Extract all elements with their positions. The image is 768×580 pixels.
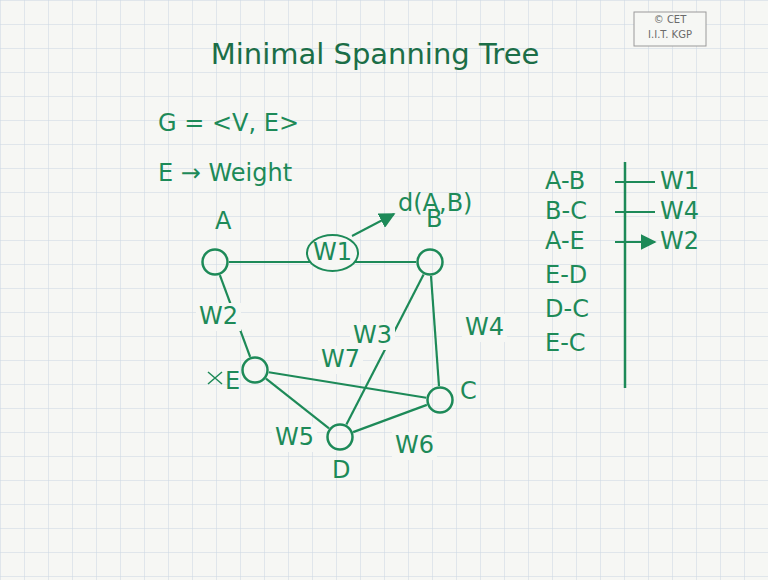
- graph-formula: G = <V, E>: [158, 110, 299, 138]
- vertex-circle: [426, 386, 454, 414]
- vertex-label: C: [460, 378, 477, 406]
- graph-edge: [269, 372, 426, 398]
- table-cell: A-B: [545, 168, 585, 196]
- note-text: E → Weight: [158, 160, 292, 188]
- graph-vertex: D: [326, 423, 354, 451]
- table-cell: E-D: [545, 262, 587, 290]
- table-cell: W2: [660, 228, 699, 256]
- vertex-circle: [201, 248, 229, 276]
- weight-label: W6: [392, 432, 437, 460]
- logo-text: I.I.T. KGP: [634, 29, 706, 41]
- table-cell: D-C: [545, 296, 589, 324]
- weight-label: W4: [462, 314, 507, 342]
- scribble-mark: [208, 372, 222, 384]
- vertex-outline: [203, 250, 228, 275]
- vertex-label: E: [225, 368, 240, 396]
- graph-edge: [431, 276, 439, 386]
- vertex-circle: [416, 248, 444, 276]
- graph-vertex: A: [201, 248, 229, 276]
- table-cell: W4: [660, 198, 699, 226]
- vertex-outline: [418, 250, 443, 275]
- table-rule: [624, 162, 627, 388]
- vertex-outline: [243, 358, 268, 383]
- logo-box: [634, 12, 706, 46]
- vertex-circle: [241, 356, 269, 384]
- vertex-label: A: [215, 208, 231, 236]
- table-cell: E-C: [545, 330, 586, 358]
- vertex-circle: [326, 423, 354, 451]
- graph-vertex: C: [426, 386, 454, 414]
- logo-text: © CET: [634, 14, 706, 26]
- weight-label: W5: [272, 424, 317, 452]
- weight-label: W1: [306, 234, 359, 272]
- graph-vertex: B: [416, 248, 444, 276]
- table-dash: [635, 211, 655, 213]
- leader-arrow: [352, 214, 394, 236]
- vertex-outline: [328, 425, 353, 450]
- graph-vertex: E: [241, 356, 269, 384]
- weight-label: W7: [318, 346, 363, 374]
- weight-label: W2: [196, 303, 241, 331]
- table-cell: A-E: [545, 228, 585, 256]
- table-arrow: [635, 182, 655, 242]
- vertex-outline: [428, 388, 453, 413]
- graph-edge: [353, 405, 427, 432]
- table-cell: W1: [660, 168, 699, 196]
- table-cell: B-C: [545, 198, 587, 226]
- vertex-label: D: [332, 457, 350, 485]
- vertex-label: B: [426, 206, 442, 234]
- graph-edge: [266, 379, 329, 429]
- slide-title: Minimal Spanning Tree: [175, 38, 575, 71]
- table-tick: [615, 182, 635, 242]
